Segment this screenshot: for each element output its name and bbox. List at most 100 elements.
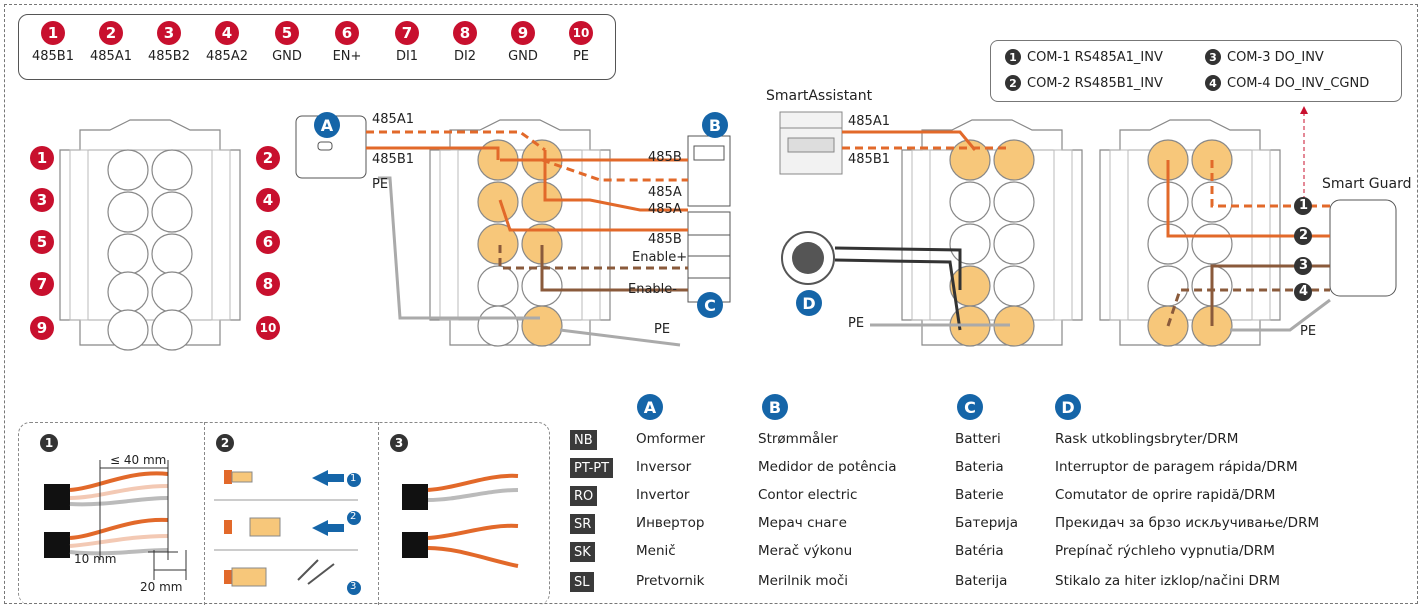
table-cell: Инвертор — [636, 515, 705, 531]
pin-number: 3 — [157, 21, 181, 45]
table-cell: Baterie — [955, 487, 1004, 503]
language-code: SR — [570, 514, 596, 534]
table-cell: Rask utkoblingsbryter/DRM — [1055, 431, 1239, 447]
pin-label: DI1 — [395, 49, 419, 64]
legend-text: COM-2 RS485B1_INV — [1027, 75, 1163, 91]
table-cell: Baterija — [955, 573, 1008, 589]
legend-number: 1 — [1005, 49, 1021, 65]
terminal-number: 4 — [256, 188, 280, 212]
terminal-number: 7 — [30, 272, 54, 296]
strip-length-label: 10 mm — [74, 552, 117, 566]
wire-label: PE — [372, 177, 389, 192]
legend-text: COM-3 DO_INV — [1227, 49, 1324, 65]
wire-label: Enable- — [628, 282, 677, 297]
arrow-step-number: 2 — [350, 511, 357, 522]
wire-label: PE — [654, 322, 671, 337]
pin-label: 485A2 — [206, 49, 248, 64]
terminal-connector-smartassistant — [901, 119, 1083, 347]
table-cell: Comutator de oprire rapidă/DRM — [1055, 487, 1276, 503]
pin-label: GND — [508, 49, 538, 64]
pin-label: DI2 — [453, 49, 477, 64]
pin-number: 9 — [511, 21, 535, 45]
table-cell: Omformer — [636, 431, 706, 447]
pin-number: 7 — [395, 21, 419, 45]
arrow-step-number: 1 — [350, 473, 357, 484]
pin-label: GND — [272, 49, 302, 64]
smart-guard-pins — [1294, 197, 1312, 301]
power-meter-device — [687, 135, 731, 207]
terminal-connector-meter-battery — [429, 119, 611, 347]
table-cell: Merač výkonu — [758, 543, 853, 559]
pin-3: 3 485B2 — [141, 21, 197, 64]
table-cell: Menič — [636, 543, 676, 559]
wire-label: PE — [1300, 324, 1317, 339]
pin-number: 1 — [41, 21, 65, 45]
strip-length-label: ≤ 40 mm — [110, 453, 167, 467]
table-cell: Contor electric — [758, 487, 858, 503]
table-cell: Inversor — [636, 459, 692, 475]
terminal-number: 10 — [256, 316, 280, 340]
language-code: RO — [570, 486, 598, 506]
wire-label: 485A1 — [848, 114, 890, 129]
table-cell: Medidor de potência — [758, 459, 897, 475]
smart-guard-pin-number: 2 — [1299, 228, 1309, 243]
com-legend-item: 1 COM-1 RS485A1_INV — [1005, 49, 1163, 65]
table-cell: Мерач снаге — [758, 515, 847, 531]
badge-d-rapid-shutdown: D — [796, 290, 822, 316]
pin-1: 1 485B1 — [25, 21, 81, 64]
wire-label: PE — [848, 316, 865, 331]
badge-a-inverter: A — [314, 112, 340, 138]
strip-length-label: 20 mm — [140, 580, 183, 594]
terminal-connector-smart-guard — [1099, 119, 1281, 347]
table-cell: Прекидач за брзо искључивање/DRM — [1055, 515, 1320, 531]
outer-dashed-frame — [4, 4, 1418, 604]
language-code: NB — [570, 430, 597, 450]
pin-number: 4 — [215, 21, 239, 45]
table-header-a: A — [637, 394, 663, 420]
wire-label: 485B1 — [848, 152, 891, 167]
legend-text: COM-4 DO_INV_CGND — [1227, 75, 1370, 91]
table-cell: Invertor — [636, 487, 690, 503]
table-cell: Bateria — [955, 459, 1004, 475]
language-code: SK — [570, 542, 595, 562]
legend-text: COM-1 RS485A1_INV — [1027, 49, 1163, 65]
pin-label: 485B1 — [31, 49, 74, 64]
battery-device — [687, 211, 731, 303]
table-cell: Batéria — [955, 543, 1004, 559]
table-cell: Strømmåler — [758, 431, 838, 447]
table-cell: Pretvornik — [636, 573, 705, 589]
table-cell: Батерија — [955, 515, 1019, 531]
language-code: PT-PT — [570, 458, 614, 478]
pin-number: 6 — [335, 21, 359, 45]
badge-b-meter: B — [702, 112, 728, 138]
wire-label: 485B — [648, 232, 682, 247]
terminal-number: 1 — [30, 146, 54, 170]
pin-number: 10 — [569, 21, 593, 45]
step-number: 3 — [390, 434, 408, 452]
badge-c-battery: C — [697, 292, 723, 318]
terminal-number: 6 — [256, 230, 280, 254]
cable-preparation-steps — [18, 422, 550, 605]
smart-guard-label: Smart Guard — [1322, 176, 1412, 192]
terminal-connector-reference — [59, 119, 241, 351]
terminal-number: 9 — [30, 316, 54, 340]
wire-label: 485A — [648, 185, 682, 200]
arrow-step-number: 3 — [350, 581, 357, 592]
table-header-d: D — [1055, 394, 1081, 420]
table-cell: Prepínač rýchleho vypnutia/DRM — [1055, 543, 1275, 559]
table-cell: Merilnik moči — [758, 573, 849, 589]
wire-label: 485B — [648, 150, 682, 165]
pin-label: 485B2 — [147, 49, 190, 64]
